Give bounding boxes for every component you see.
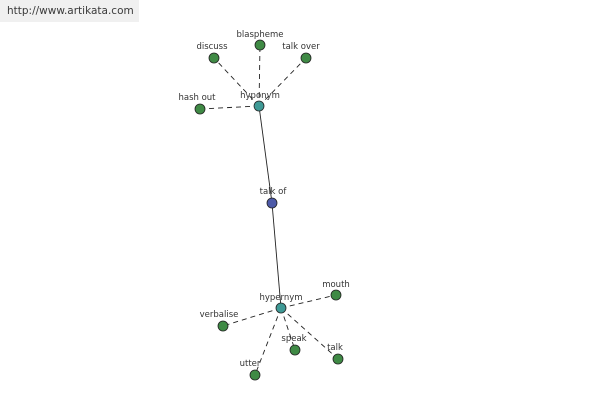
node-talk[interactable] [332, 353, 344, 365]
edge-hypernym-mouth [280, 294, 337, 309]
label-mouth: mouth [322, 280, 350, 290]
edge-hyponym-hash-out [199, 105, 260, 110]
edge-hyponym-talk-over [258, 57, 307, 107]
labels-layer: talk of hyponym hypernym discuss blaspheme ta… [178, 30, 349, 369]
label-center: talk of [260, 187, 288, 197]
label-talk-over: talk over [282, 42, 320, 52]
label-blaspheme: blaspheme [237, 30, 284, 40]
node-hypernym[interactable] [275, 302, 287, 314]
node-blaspheme[interactable] [254, 39, 266, 51]
node-speak[interactable] [289, 344, 301, 356]
label-hypernym: hypernym [259, 293, 302, 303]
node-utter[interactable] [249, 369, 261, 381]
node-hash-out[interactable] [194, 103, 206, 115]
node-hyponym[interactable] [253, 100, 265, 112]
label-discuss: discuss [196, 42, 228, 52]
label-utter: utter [240, 359, 261, 369]
source-banner: http://www.artikata.com [0, 0, 139, 22]
node-talk-over[interactable] [300, 52, 312, 64]
edge-hypernym-speak [280, 307, 296, 351]
node-verbalise[interactable] [217, 320, 229, 332]
edges-layer [199, 44, 339, 376]
label-hash-out: hash out [178, 93, 216, 103]
label-talk: talk [327, 343, 343, 353]
node-center[interactable] [266, 197, 278, 209]
edge-center-hypernym [271, 202, 282, 309]
edge-hyponym-discuss [213, 57, 260, 107]
edge-hyponym-blaspheme [258, 44, 261, 107]
edge-hypernym-talk [280, 307, 339, 360]
label-hyponym: hyponym [240, 91, 280, 101]
node-mouth[interactable] [330, 289, 342, 301]
edge-hypernym-utter [254, 307, 282, 376]
edge-center-hyponym [258, 105, 273, 204]
source-link[interactable]: http://www.artikata.com [7, 5, 134, 17]
node-discuss[interactable] [208, 52, 220, 64]
label-verbalise: verbalise [200, 310, 239, 320]
label-speak: speak [281, 334, 306, 344]
nodes-layer [194, 39, 344, 381]
edge-hypernym-verbalise [222, 307, 282, 327]
